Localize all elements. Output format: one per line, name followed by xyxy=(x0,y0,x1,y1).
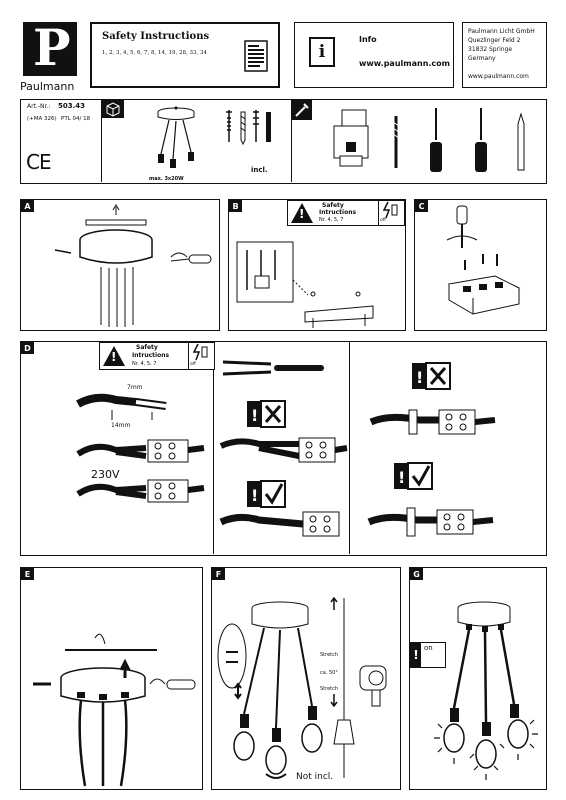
wire-end-illustration xyxy=(222,360,324,376)
panel-a-illustration xyxy=(54,204,212,327)
voltage-label: 230V xyxy=(91,468,120,481)
info-box: i Info www.paulmann.com xyxy=(294,22,454,88)
wrong-connection-icon: ! xyxy=(247,400,286,428)
panel-g: G ! on xyxy=(409,567,547,790)
power-on-box: ! on xyxy=(410,642,446,668)
wrong-strain-relief-icon: ! xyxy=(412,362,451,390)
ce-mark: CE xyxy=(26,150,52,174)
warning-triangle-icon xyxy=(103,346,125,366)
brand-name: Paulmann xyxy=(20,80,75,93)
wire-stripping-illustration xyxy=(76,393,205,503)
not-incl-label: Not incl. xyxy=(296,772,334,782)
screws-anchors-icon xyxy=(226,110,271,146)
correct-strain-relief-icon: ! xyxy=(394,462,433,490)
panel-b-illustration xyxy=(236,241,374,328)
incl-label: incl. xyxy=(251,166,268,174)
panel-g-label: G xyxy=(410,568,423,580)
address-box: Paulmann Licht GmbH Quezlinger Feld 2 31… xyxy=(462,22,547,88)
panel-g-illustration xyxy=(434,601,538,780)
screwdriver-flat-icon xyxy=(430,108,442,172)
power-off-icon xyxy=(382,201,398,219)
off-label: off xyxy=(190,362,196,367)
logo-letter: P xyxy=(33,18,71,77)
safety-warning-b: Safety Intructions Nr. 4, 5, 7 off xyxy=(287,200,405,226)
temperature-label: ca. 50° xyxy=(320,670,338,676)
wrong-strain-relief-illustration xyxy=(369,409,496,435)
address-line2: Quezlinger Feld 2 xyxy=(468,37,521,44)
warning-line2: Intructions xyxy=(132,352,170,359)
pendant-lamp-illustration xyxy=(157,106,195,168)
power-off-icon xyxy=(192,343,208,361)
correct-connection-icon: ! xyxy=(247,480,286,508)
panel-c-label: C xyxy=(415,200,428,212)
document-icon xyxy=(244,40,268,72)
correct-wiring-illustration xyxy=(219,511,340,537)
panel-e: E xyxy=(20,567,203,790)
panel-e-label: E xyxy=(21,568,34,580)
panel-f: F Stretch ca. 50° Stretch Not incl. xyxy=(211,567,401,790)
panel-b-label: B xyxy=(229,200,242,212)
safety-warning-d: Safety Intructions Nr. 4, 5, 7 off xyxy=(99,342,215,370)
svg-text:!: ! xyxy=(251,406,258,425)
panel-b: B Safety Intructions Nr. 4, 5, 7 off xyxy=(228,199,406,331)
address-line3: 31832 Springe xyxy=(468,46,513,53)
panel-c-illustration xyxy=(446,205,521,315)
max-watt-label: max. 3x20W xyxy=(149,176,184,182)
safety-title: Safety Instructions xyxy=(102,31,210,42)
paulmann-logo: P Paulmann xyxy=(20,18,80,93)
stretch-bottom-label: Stretch xyxy=(320,686,339,692)
art-label: Art.-Nr.: xyxy=(27,103,51,110)
article-box: Art.-Nr.: 503.43 (+MA 326) PTL 04/ 18 CE… xyxy=(20,99,547,184)
panel-c: C xyxy=(414,199,547,331)
warning-triangle-icon xyxy=(291,203,313,223)
warning-nr: Nr. 4, 5, 7 xyxy=(319,217,344,223)
address-line1: Paulmann Licht GmbH xyxy=(468,28,535,35)
svg-text:!: ! xyxy=(398,468,405,487)
panel-f-label: F xyxy=(212,568,225,580)
off-label: off xyxy=(380,218,386,223)
info-icon: i xyxy=(309,37,335,67)
warning-line2: Intructions xyxy=(319,209,357,216)
safety-pages: 1, 2, 3, 4, 5, 6, 7, 8, 14, 19, 28, 33, … xyxy=(102,50,207,56)
panel-a: A xyxy=(20,199,220,331)
package-icon xyxy=(102,100,124,118)
warning-nr: Nr. 4, 5, 7 xyxy=(132,361,157,367)
screwdriver-cross-icon xyxy=(475,108,487,172)
svg-text:!: ! xyxy=(251,486,258,505)
strip-7mm-label: 7mm xyxy=(127,384,143,391)
art-number: 503.43 xyxy=(58,102,86,110)
art-ma: (+MA 326) xyxy=(27,116,57,122)
tools-icon xyxy=(292,100,312,120)
drill-icon xyxy=(333,109,369,167)
warning-line1: Safety xyxy=(136,344,158,351)
strip-14mm-label: 14mm xyxy=(111,422,131,429)
info-label: Info xyxy=(359,35,377,44)
info-url[interactable]: www.paulmann.com xyxy=(359,59,450,68)
panel-a-label: A xyxy=(21,200,34,212)
address-line4: Germany xyxy=(468,55,496,62)
panel-d: D Safety Intructions Nr. 4, 5, 7 off 7mm… xyxy=(20,341,547,556)
svg-text:!: ! xyxy=(416,368,423,387)
address-web[interactable]: www.paulmann.com xyxy=(468,73,529,80)
warning-line1: Safety xyxy=(322,202,344,209)
stretch-top-label: Stretch xyxy=(320,652,339,658)
pencil-icon xyxy=(517,112,525,171)
panel-e-illustration xyxy=(33,633,196,787)
correct-strain-relief-illustration xyxy=(367,507,494,537)
wrong-wiring-illustration xyxy=(219,437,348,463)
power-on-label: on xyxy=(424,644,433,652)
safety-instructions-box: Safety Instructions 1, 2, 3, 4, 5, 6, 7,… xyxy=(90,22,280,88)
art-ptl: PTL 04/ 18 xyxy=(61,116,91,122)
panel-d-label: D xyxy=(21,342,34,354)
panel-f-illustration xyxy=(217,596,387,779)
drill-bit-icon xyxy=(392,116,400,168)
